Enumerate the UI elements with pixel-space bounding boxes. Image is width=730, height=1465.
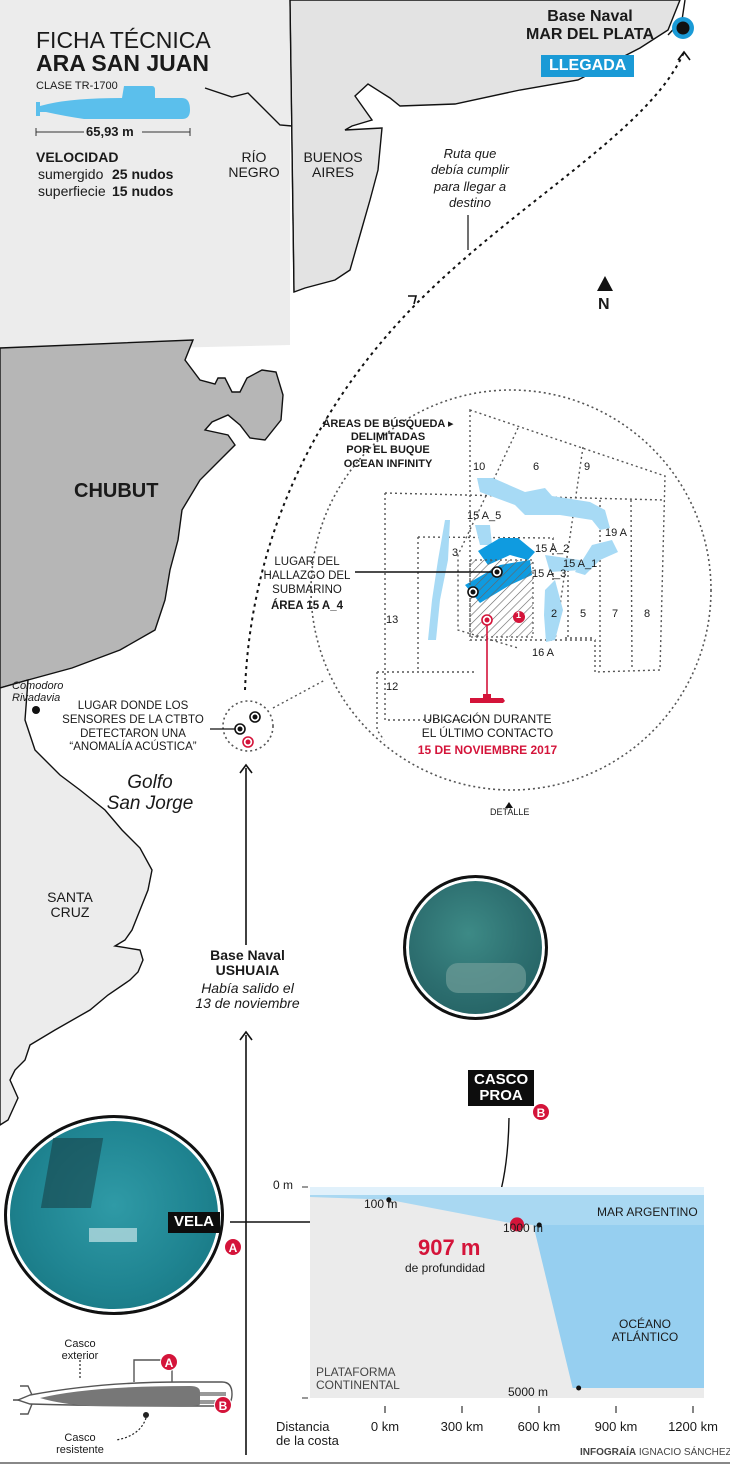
area-5: 5 [580, 608, 587, 620]
area-15a2: 15 A_2 [535, 543, 570, 555]
surface-band [310, 1187, 704, 1195]
spec-title: FICHA TÉCNICA [36, 27, 211, 53]
origin-label: Base Naval USHUAIA Había salido el 13 de… [195, 947, 300, 1012]
marker-number: 1 [516, 610, 522, 620]
area-10: 10 [473, 461, 486, 473]
spec-class: CLASE TR-1700 [36, 80, 118, 92]
credit: INFOGRAÍA IGNACIO SÁNCHEZ [580, 1447, 730, 1458]
area-15a3: 15 A_3 [532, 568, 567, 580]
area-15a5: 15 A_5 [467, 510, 502, 522]
search-areas-title: ÁREAS DE BÚSQUEDA ▸DELIMITADAS POR EL BU… [322, 418, 454, 470]
annotation-100m: 100 m [364, 1197, 398, 1211]
y-top-label: 0 m [273, 1178, 294, 1192]
bow-hull-photo [403, 875, 548, 1020]
area-13: 13 [386, 614, 399, 626]
speed-mode-submerged: sumergido [38, 166, 104, 182]
area-15a1: 15 A_1 [563, 558, 598, 570]
area-2: 2 [551, 608, 558, 620]
spec-sub-name: ARA SAN JUAN [36, 50, 209, 76]
area-16a: 16 A [532, 647, 555, 659]
annotation-dot [536, 1222, 542, 1228]
zone-sea-label: MAR ARGENTINO [597, 1205, 698, 1219]
spec-length: 65,93 m [86, 124, 134, 139]
speed-value-submerged: 25 nudos [112, 166, 174, 182]
land-rio-negro [0, 0, 290, 352]
annotation-dot [386, 1197, 392, 1203]
speed-value-surface: 15 nudos [112, 183, 174, 199]
north-arrow-icon [597, 276, 613, 291]
diagram-badge-b: B [214, 1396, 232, 1414]
area-19a: 19 A [605, 527, 628, 539]
arrival-badge: LLEGADA [541, 55, 635, 77]
land-chubut [0, 339, 284, 689]
submarine-icon [470, 694, 505, 703]
continental-shelf [310, 1187, 704, 1398]
route-path [244, 51, 685, 691]
x-tick-label: 600 km [517, 1419, 561, 1434]
area-3: 3 [452, 547, 459, 559]
submarine-cutaway-diagram [13, 1359, 233, 1441]
detail-caption: DETALLE [490, 807, 530, 817]
destination-label: Base Naval MAR DEL PLATA [526, 8, 654, 43]
submarine-silhouette-icon [35, 86, 191, 136]
annotation-1000m: 1000 m [503, 1221, 544, 1235]
badge-a: A [224, 1238, 242, 1256]
x-tick-label: 0 km [370, 1419, 400, 1434]
bottom-rule [0, 1462, 730, 1464]
annotation-5000m: 5000 m [508, 1385, 549, 1399]
x-tick-label: 900 km [594, 1419, 638, 1434]
find-depth-marker [510, 1217, 524, 1232]
depth-highlight-value: 907 m [418, 1235, 481, 1260]
depth-highlight-caption: de profundidad [405, 1261, 486, 1275]
area-6: 6 [533, 461, 540, 473]
area-12: 12 [386, 681, 399, 693]
x-tick-label: 1200 km [668, 1419, 718, 1434]
speed-mode-surface: superfiecie [38, 183, 106, 199]
sail-label: VELA [168, 1212, 221, 1233]
speed-heading: VELOCIDAD [36, 149, 119, 165]
area-8: 8 [644, 608, 651, 620]
area-7: 7 [612, 608, 619, 620]
land-santa-cruz [0, 679, 153, 1126]
area-9: 9 [584, 461, 591, 473]
badge-b: B [532, 1103, 550, 1121]
annotation-dot [576, 1385, 582, 1391]
x-tick-label: 300 km [440, 1419, 484, 1434]
north-label: N [598, 296, 610, 313]
province-chubut: CHUBUT [74, 480, 159, 502]
diagram-badge-a: A [160, 1353, 178, 1371]
